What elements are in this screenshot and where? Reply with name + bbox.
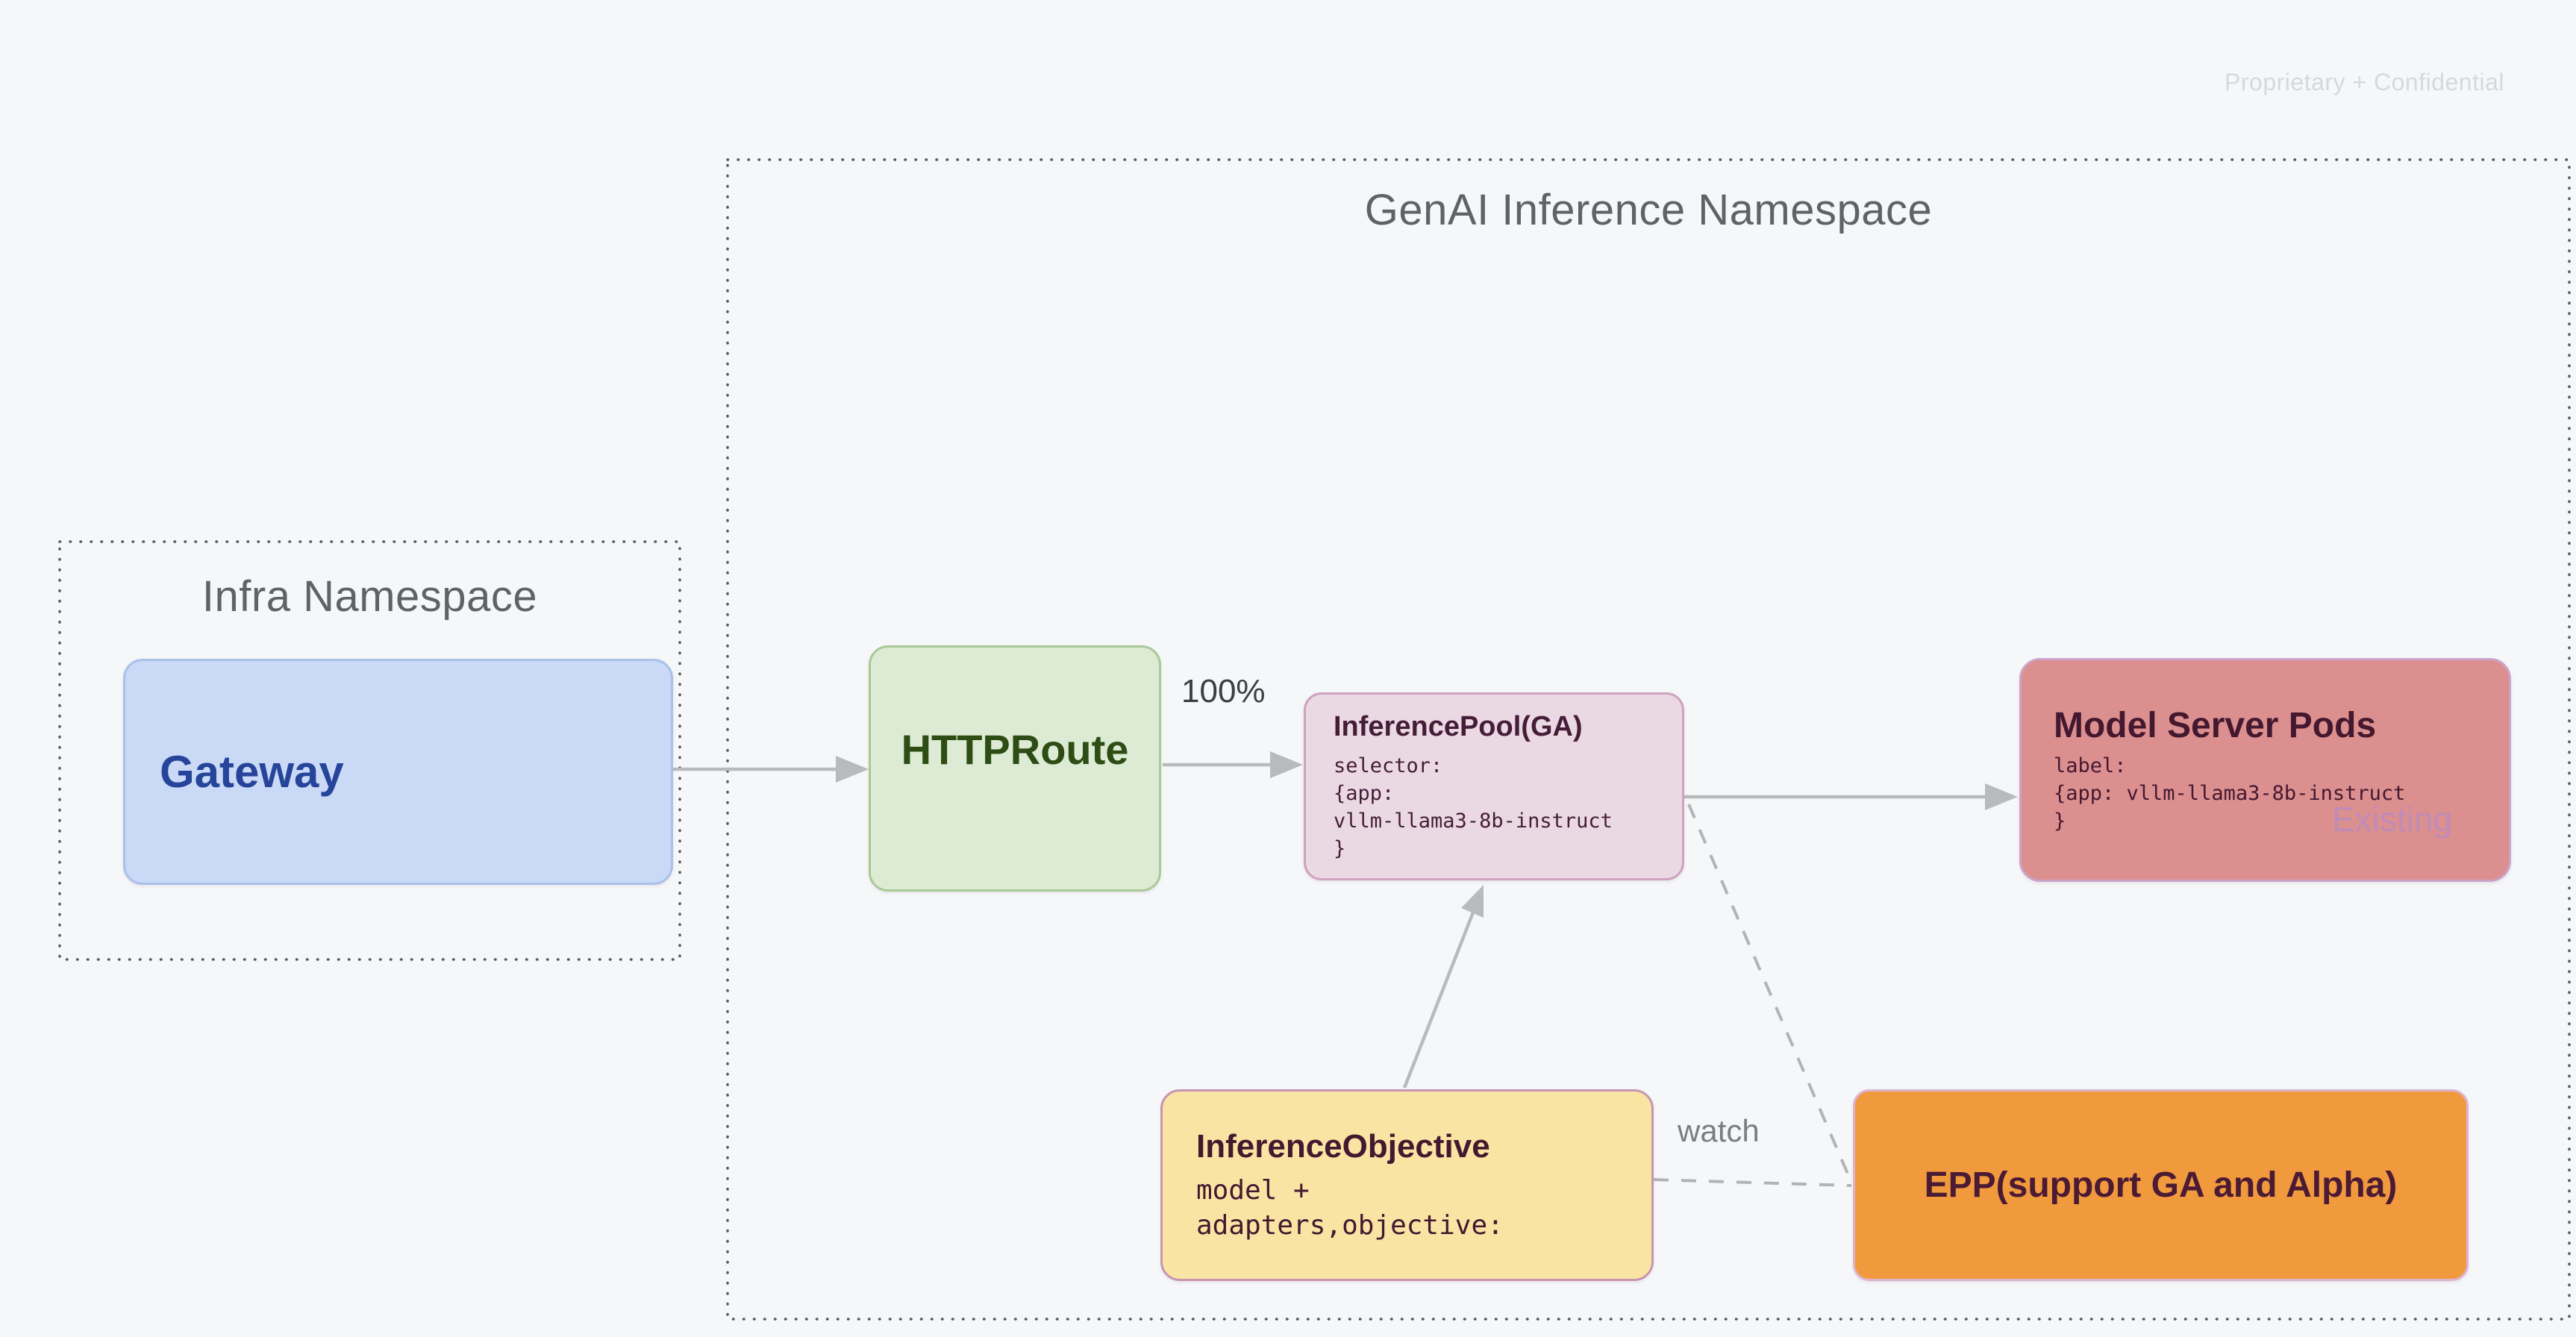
edge-objective-pool-arrowhead [1461,885,1484,918]
edge-httproute-pool-arrowhead [1270,751,1303,778]
edge-pool-epp-dashed [1687,804,1851,1180]
edge-objective-pool [1402,912,1475,1089]
edge-pool-pods-arrowhead [1985,783,2018,810]
genai-namespace-border [726,158,2571,1321]
edge-gateway-httproute-arrowhead [836,756,869,783]
edge-objective-epp-dashed [1653,1178,1852,1187]
infra-namespace-border [58,540,681,961]
